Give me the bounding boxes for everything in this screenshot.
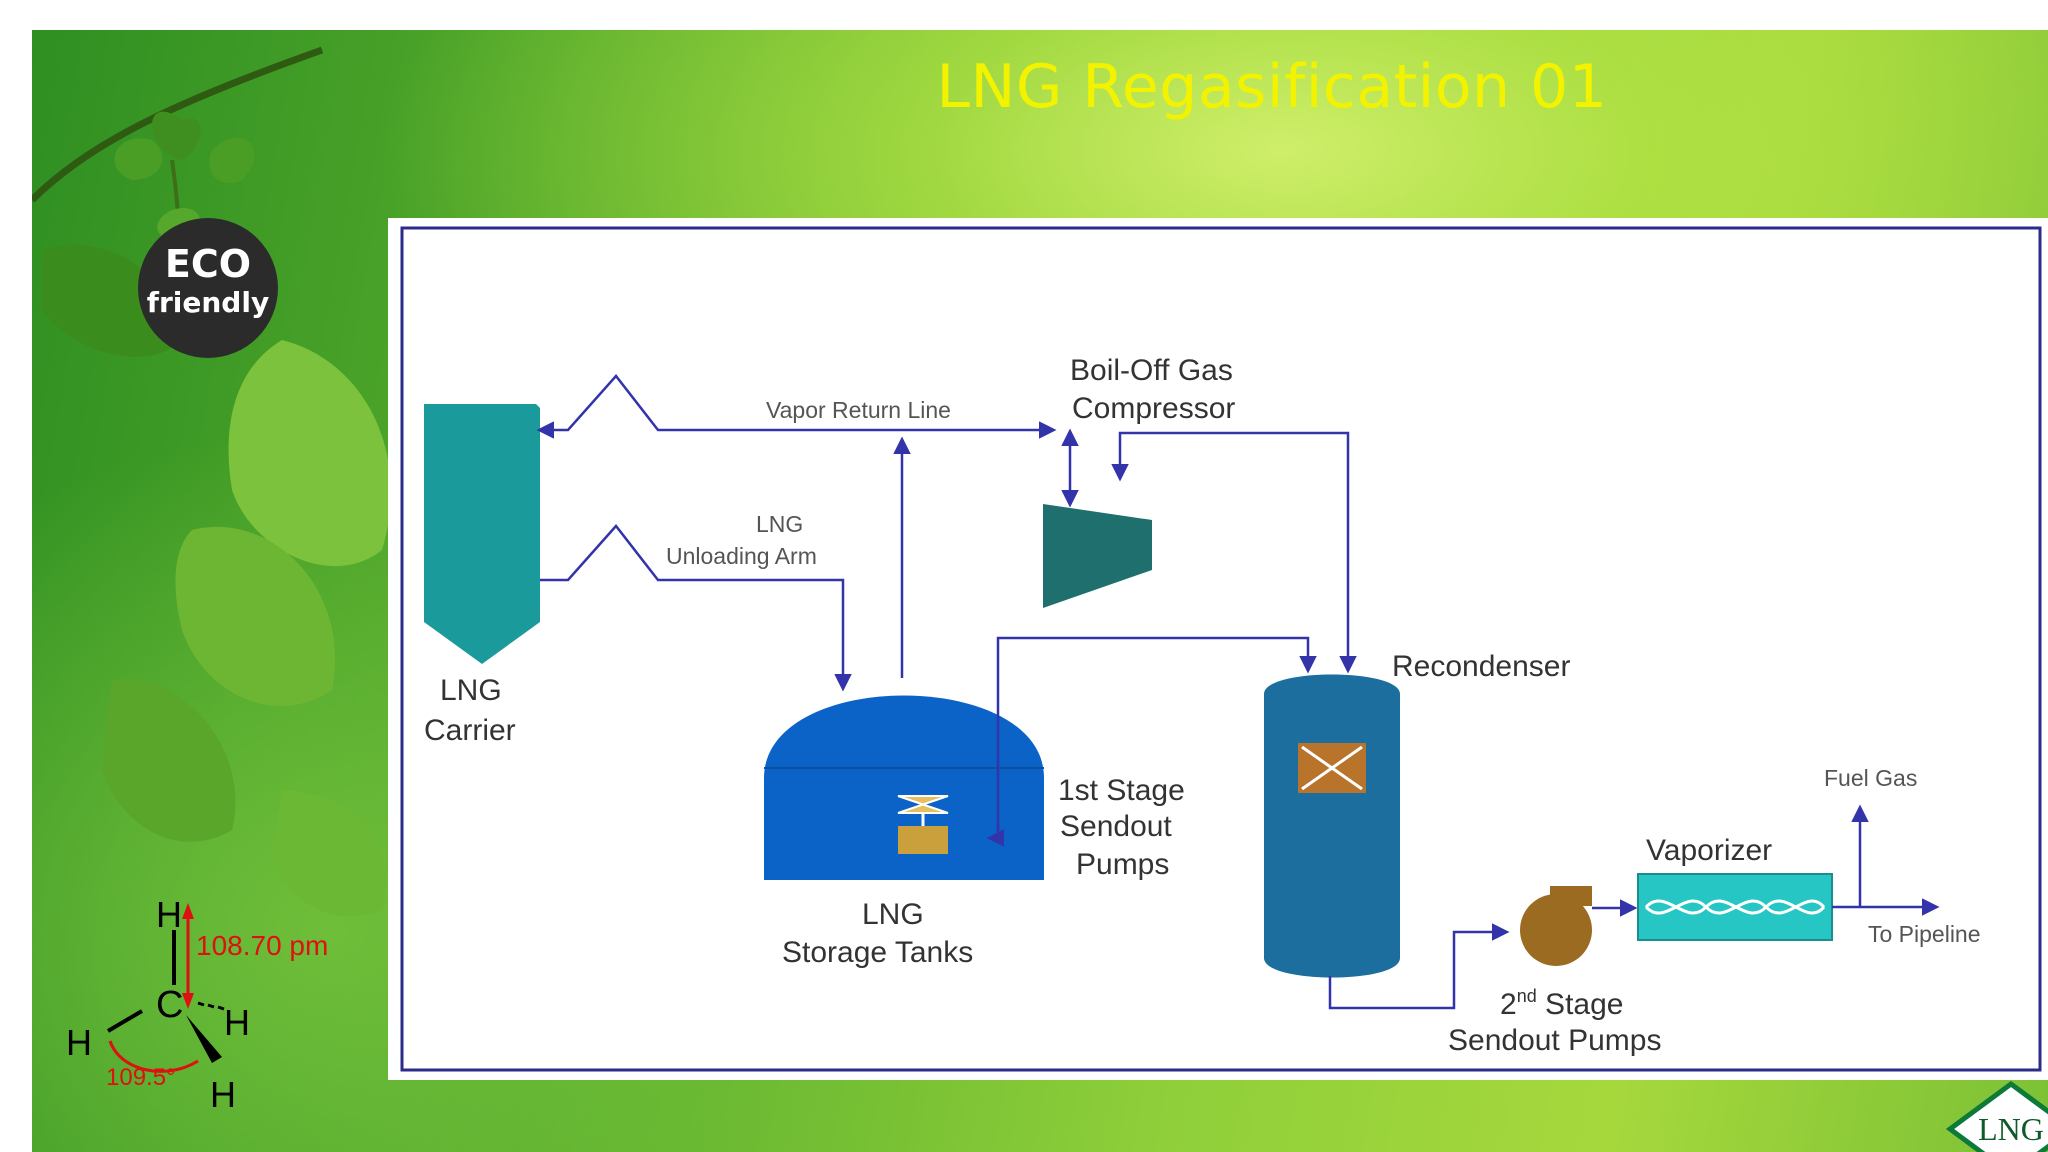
badge-line-2: friendly (146, 286, 270, 319)
atom-h-left: H (66, 1022, 92, 1063)
recondenser-outlet-line (1328, 923, 1510, 1010)
first-stage-pump-shape (898, 826, 948, 854)
recondenser-label: Recondenser (1392, 650, 1570, 683)
boil-off-gas-label: Boil-Off Gas (1070, 354, 1233, 387)
storage-tank-label-1: LNG (862, 898, 924, 931)
unloading-arm-line (540, 524, 852, 692)
vapor-return-line (536, 374, 1057, 439)
first-stage-sendout-line (986, 636, 1317, 847)
compressor-discharge-line (1111, 431, 1357, 674)
compressor-label: Compressor (1072, 392, 1235, 425)
second-stage-pump-shape (1520, 894, 1592, 966)
first-stage-label-3: Pumps (1076, 848, 1169, 881)
regasification-diagram: Boil-Off Gas Compressor Vapor Return Lin… (400, 226, 2042, 1072)
boil-off-gas-compressor-shape (1043, 504, 1152, 608)
storage-tank-label-2: Storage Tanks (782, 936, 973, 969)
unloading-arm-label-1: LNG (756, 511, 803, 537)
badge-line-1: ECO (164, 242, 252, 286)
second-stage-label-2: Sendout Pumps (1448, 1024, 1661, 1057)
atom-c: C (156, 984, 183, 1026)
eco-friendly-badge: ECO friendly (138, 218, 278, 358)
first-stage-label-1: 1st Stage (1058, 774, 1185, 807)
atom-h-top: H (156, 894, 182, 935)
atom-h-right: H (224, 1002, 250, 1043)
diagram-border (400, 226, 2042, 1072)
leaf-decoration (32, 46, 391, 917)
fuel-gas-label: Fuel Gas (1824, 765, 1917, 791)
bond-length-label: 108.70 pm (196, 930, 328, 961)
recondenser-shape (1264, 674, 1400, 978)
atom-h-bottom: H (210, 1074, 236, 1115)
lng-logo: LNG (1946, 1080, 2048, 1152)
slide: LNG Regasification 01 ECO friendly (32, 30, 2048, 1152)
vapor-return-label: Vapor Return Line (766, 397, 951, 423)
lng-storage-tank-shape (764, 695, 1044, 880)
lng-carrier-label-2: Carrier (424, 714, 516, 747)
diagram-panel: Boil-Off Gas Compressor Vapor Return Lin… (388, 218, 2048, 1080)
first-stage-label-2: Sendout (1060, 810, 1172, 843)
second-stage-label-1: 2nd Stage (1500, 986, 1623, 1021)
to-pipeline-label: To Pipeline (1868, 921, 1981, 947)
vaporizer-label: Vaporizer (1646, 834, 1772, 867)
lng-carrier-shape (424, 404, 540, 664)
methane-molecule-diagram: H C H H H 108.70 pm 109.5° (66, 894, 328, 1115)
bond-angle-label: 109.5° (106, 1064, 176, 1091)
slide-title: LNG Regasification 01 (936, 52, 1608, 122)
lng-carrier-label-1: LNG (440, 674, 502, 707)
unloading-arm-label-2: Unloading Arm (666, 543, 817, 569)
lng-logo-text: LNG (1978, 1111, 2044, 1147)
